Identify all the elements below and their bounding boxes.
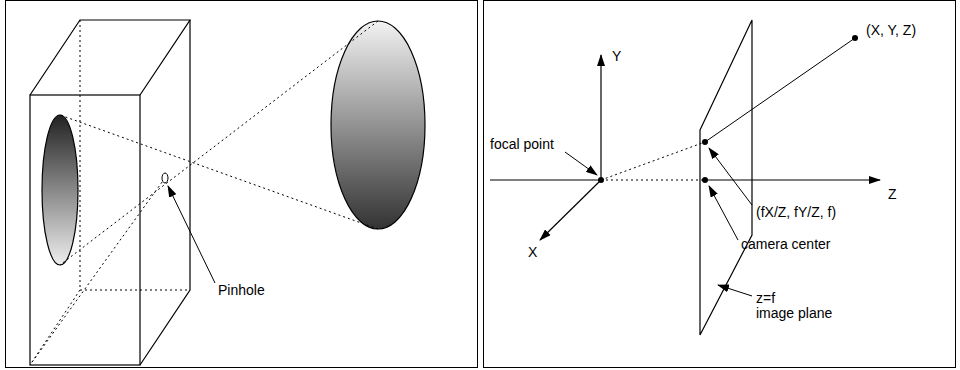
image-plane — [700, 20, 752, 335]
projected-image — [42, 115, 78, 265]
axis-label: X — [528, 244, 537, 260]
hidden-edge — [30, 20, 190, 365]
part-label: focal point — [490, 136, 554, 152]
panel-border — [484, 1, 956, 368]
axis-label: Z — [888, 186, 897, 202]
coordinate-label: (X, Y, Z) — [866, 22, 916, 38]
equation-label: z=f — [756, 290, 775, 306]
part-label: Pinhole — [218, 282, 265, 298]
light-ray — [30, 21, 378, 365]
projection-ray — [705, 38, 855, 142]
panel-border — [6, 1, 478, 368]
pinhole — [162, 173, 168, 183]
point — [598, 35, 858, 183]
camera-box — [30, 20, 190, 365]
leader-line — [168, 186, 215, 283]
axis — [490, 55, 880, 240]
object — [331, 21, 425, 229]
part-label: image plane — [756, 305, 832, 321]
coordinate-label: (fX/Z, fY/Z, f) — [756, 204, 836, 220]
part-label: camera center — [741, 236, 830, 252]
leader-line — [565, 148, 752, 296]
projection-ray — [601, 142, 705, 180]
axis-label: Y — [612, 48, 621, 64]
